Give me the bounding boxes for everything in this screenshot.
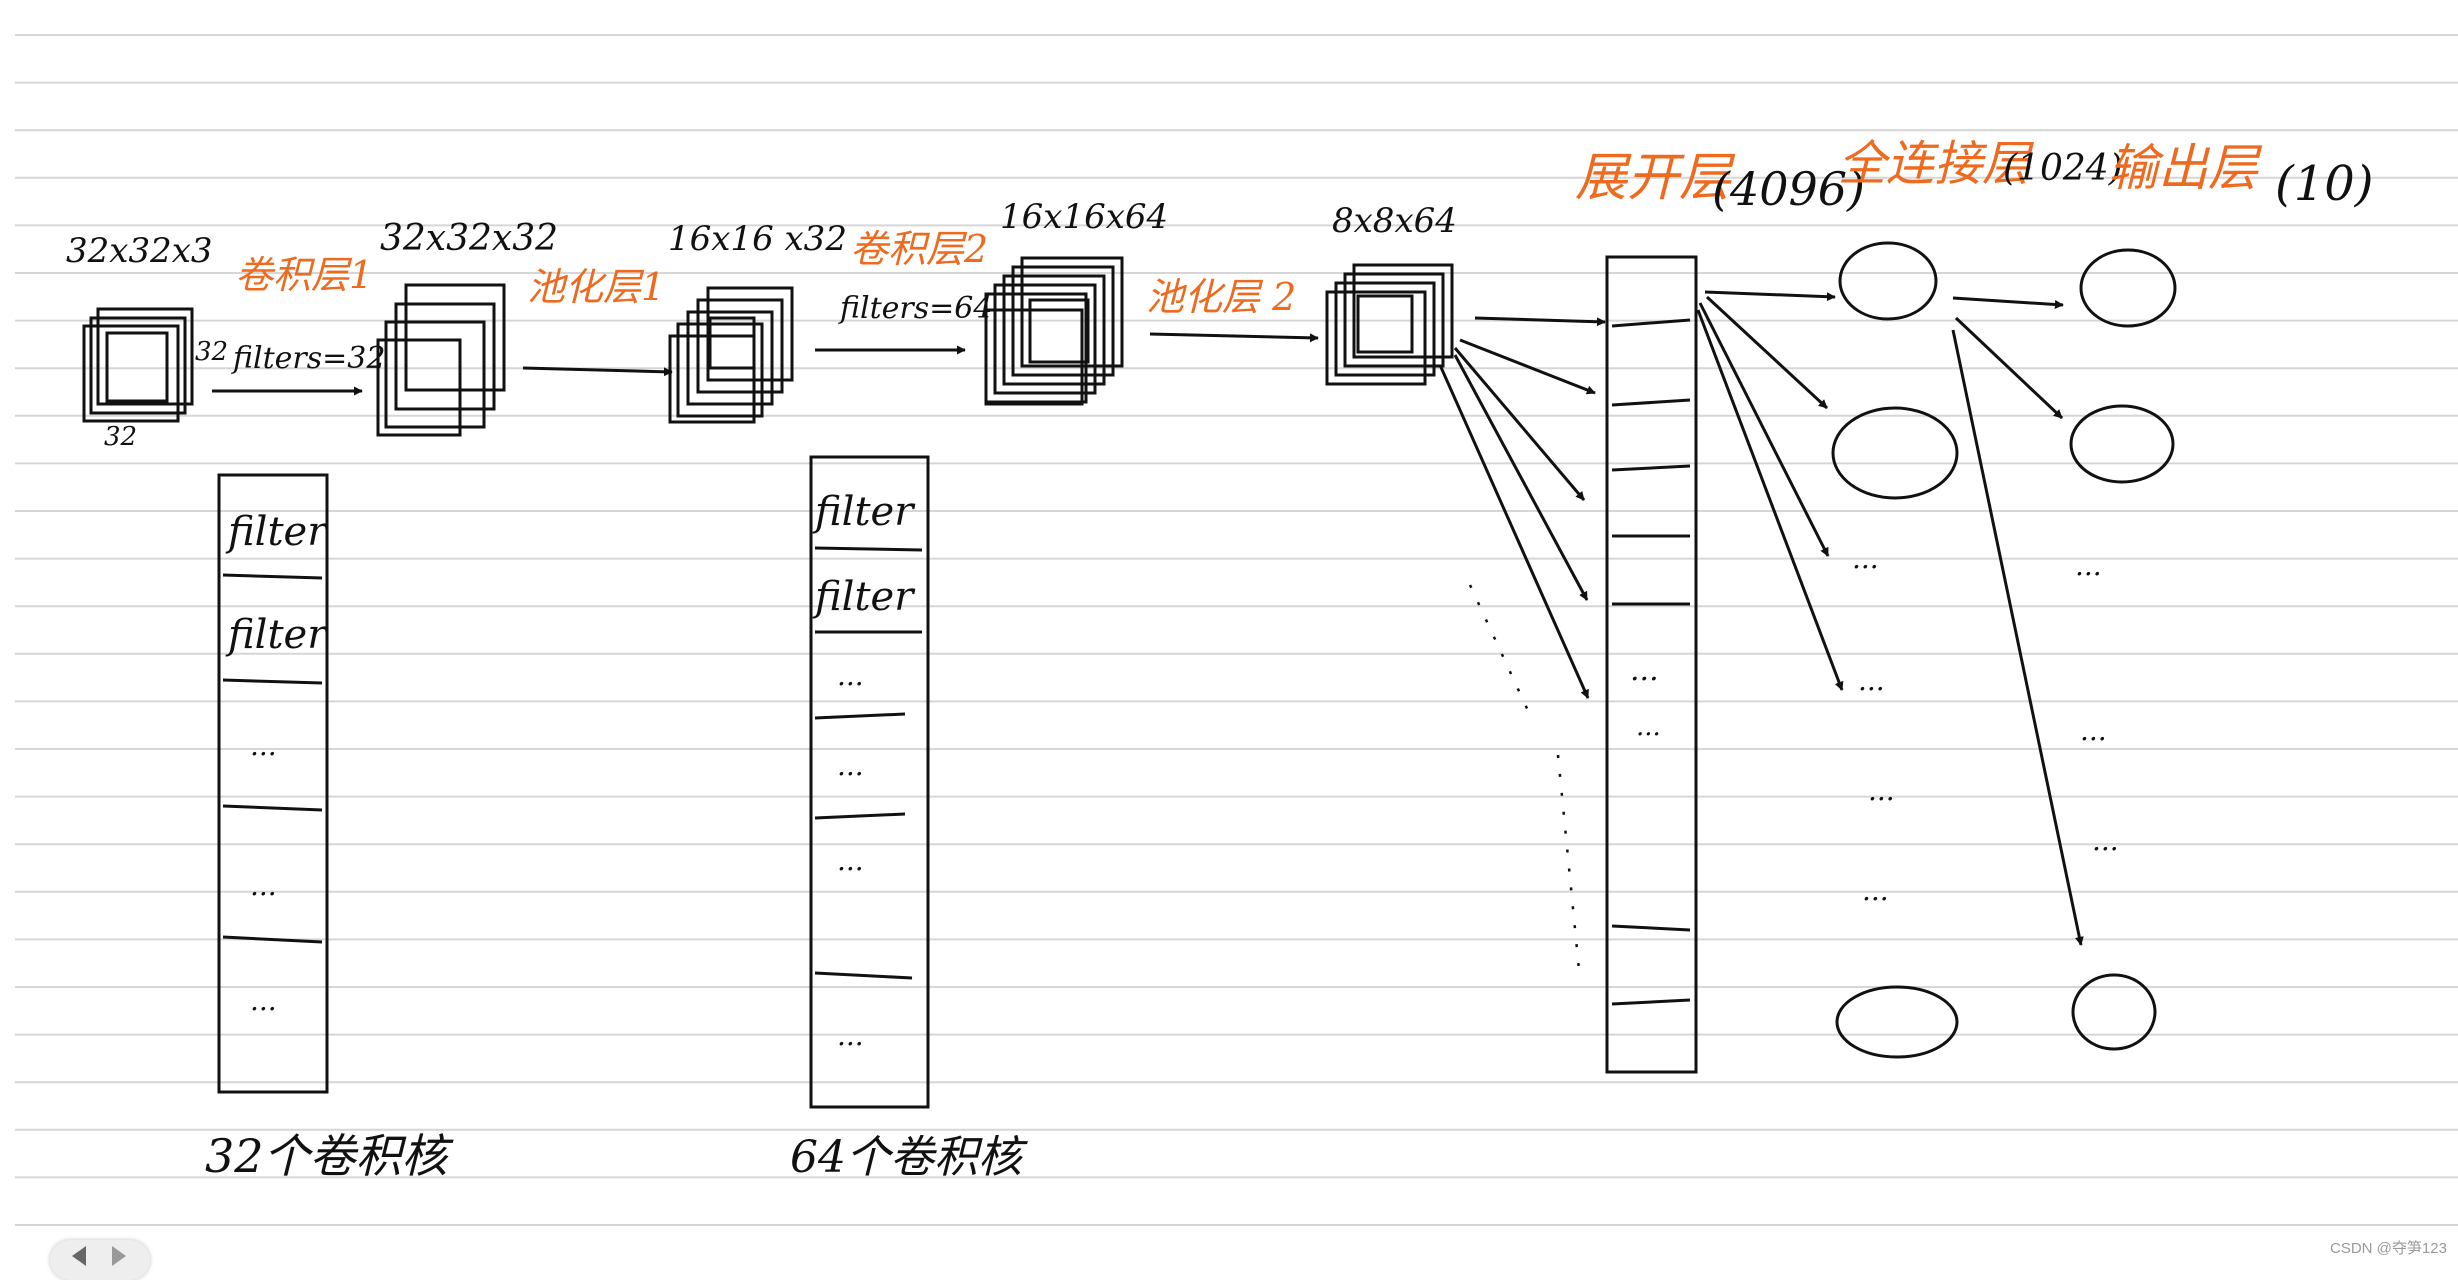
- arrow-conv1-to-pool1: [522, 366, 673, 377]
- filter-bank-item: ...: [837, 659, 864, 692]
- filter-bank-item: ...: [837, 749, 864, 782]
- fc-ellipsis-marks: ... ... ... ...: [1852, 542, 1895, 907]
- conv2-output-stack: [984, 256, 1124, 406]
- filter-bank-item: ...: [250, 869, 277, 902]
- filter-bank-item: ...: [250, 984, 277, 1017]
- conv1-filters-label: filters=32: [231, 341, 385, 376]
- conv1-out-dims: 32x32x32: [380, 218, 558, 259]
- flatten-dividers: [1611, 318, 1691, 1006]
- pool1-output-stack: [668, 286, 794, 424]
- filter-bank-item: filter: [812, 489, 916, 535]
- arrows-pool2-to-flatten: [1438, 316, 1606, 699]
- input-bottom-label: 32: [104, 422, 137, 452]
- fc-title: 全连接层: [1838, 136, 2035, 192]
- conv1-title: 卷积层1: [235, 253, 373, 297]
- watermark: CSDN @夺笋123: [2330, 1240, 2447, 1257]
- flatten-ellipsis-2: ...: [1636, 712, 1661, 742]
- fc-size: (1024): [2003, 148, 2123, 189]
- filter-bank-2-caption: 64个卷积核: [790, 1132, 1028, 1183]
- output-ellipsis-3: ...: [2092, 824, 2119, 857]
- fc-nodes: [1831, 241, 1959, 1059]
- pool1-title: 池化层1: [527, 265, 665, 309]
- ruled-lines: [15, 34, 2458, 1226]
- conv1-output-stack: [376, 283, 506, 437]
- filter-bank-item: ...: [837, 844, 864, 877]
- input-side-label: 32: [195, 337, 228, 367]
- output-title: 输出层: [2108, 139, 2263, 197]
- arrows-fc-to-output: [1951, 296, 2084, 946]
- conv2-filters-label: filters=64: [838, 291, 992, 326]
- output-ellipsis-1: ...: [2075, 549, 2102, 582]
- chevron-left-icon[interactable]: [72, 1246, 86, 1266]
- filter-bank-1: filter filter......... 32个卷积核: [205, 473, 455, 1183]
- fc-ellipsis-4: ...: [1862, 874, 1889, 907]
- pool2-output-stack: [1325, 263, 1454, 386]
- arrows-flatten-to-fc: [1696, 290, 1844, 691]
- pool1-out-dims: 16x16 x32: [668, 219, 847, 259]
- filter-bank-item: ...: [250, 729, 277, 762]
- flatten-ellipsis-1: ...: [1630, 653, 1659, 688]
- output-nodes: [2069, 248, 2177, 1051]
- flatten-size: (4096): [1712, 162, 1865, 216]
- filter-bank-item: ...: [837, 1019, 864, 1052]
- filter-bank-item: filter: [812, 574, 916, 620]
- output-size: (10): [2275, 156, 2374, 212]
- output-ellipsis-2: ...: [2080, 714, 2107, 747]
- output-ellipsis-marks: ... ... ...: [2075, 549, 2119, 857]
- filter-bank-item: filter: [225, 612, 329, 658]
- pool2-title: 池化层 2: [1146, 275, 1296, 319]
- fc-ellipsis-1: ...: [1852, 542, 1879, 575]
- flatten-column: [1605, 255, 1698, 1074]
- fc-ellipsis-3: ...: [1868, 774, 1895, 807]
- flatten-title: 展开层: [1575, 148, 1736, 208]
- input-dims-label: 32x32x3: [66, 231, 213, 271]
- filter-bank-2: filter filter............ 64个卷积核: [790, 455, 1028, 1183]
- pool2-out-dims: 8x8x64: [1332, 201, 1457, 241]
- input-stack: [82, 307, 194, 423]
- filter-bank-1-frame: [217, 473, 329, 1094]
- conv2-title: 卷积层2: [850, 227, 988, 271]
- conv2-out-dims: 16x16x64: [1000, 197, 1168, 237]
- filter-bank-2-frame: [809, 455, 930, 1109]
- arrow-conv2-to-pool2: [1149, 332, 1319, 343]
- fc-ellipsis-2: ...: [1858, 664, 1885, 697]
- chevron-right-icon[interactable]: [112, 1246, 126, 1266]
- filter-bank-1-caption: 32个卷积核: [205, 1129, 455, 1183]
- page-nav-widget: [50, 1240, 150, 1280]
- filter-bank-item: filter: [225, 509, 329, 555]
